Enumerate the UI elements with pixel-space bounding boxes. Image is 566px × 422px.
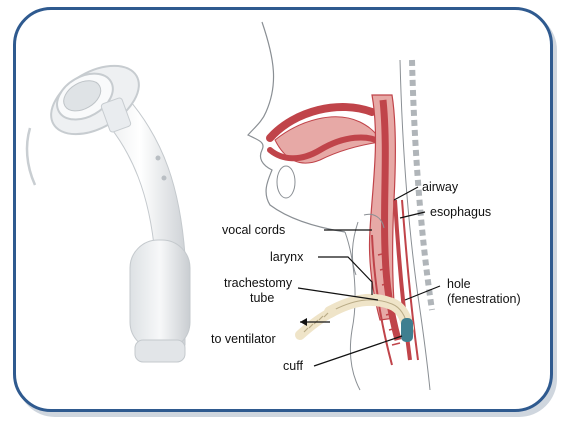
- label-cuff: cuff: [283, 359, 303, 373]
- ventilator-arrow-icon: [300, 318, 307, 326]
- label-vocal-cords: vocal cords: [222, 223, 285, 237]
- label-ventilator: to ventilator: [211, 332, 276, 346]
- tube-hole: [156, 156, 161, 161]
- label-esophagus: esophagus: [430, 205, 491, 219]
- cuff-marker: [401, 318, 413, 342]
- anatomy-diagram: airway esophagus vocal cords larynx trac…: [211, 22, 521, 390]
- larynx-leader: [318, 257, 372, 295]
- trach-tube-photo: [27, 52, 190, 362]
- label-larynx: larynx: [270, 250, 304, 264]
- label-hole-line2: (fenestration): [447, 292, 521, 306]
- tube-hole: [162, 176, 167, 181]
- trach-tube-leader: [298, 288, 378, 300]
- label-airway: airway: [422, 180, 459, 194]
- hyoid-bone: [277, 166, 295, 198]
- label-hole-line1: hole: [447, 277, 471, 291]
- tube-wire: [27, 128, 35, 185]
- tube-tip: [135, 340, 185, 362]
- label-trach-line1: trachestomy: [224, 276, 293, 290]
- tube-cuff: [130, 240, 190, 350]
- label-trach-line2: tube: [250, 291, 274, 305]
